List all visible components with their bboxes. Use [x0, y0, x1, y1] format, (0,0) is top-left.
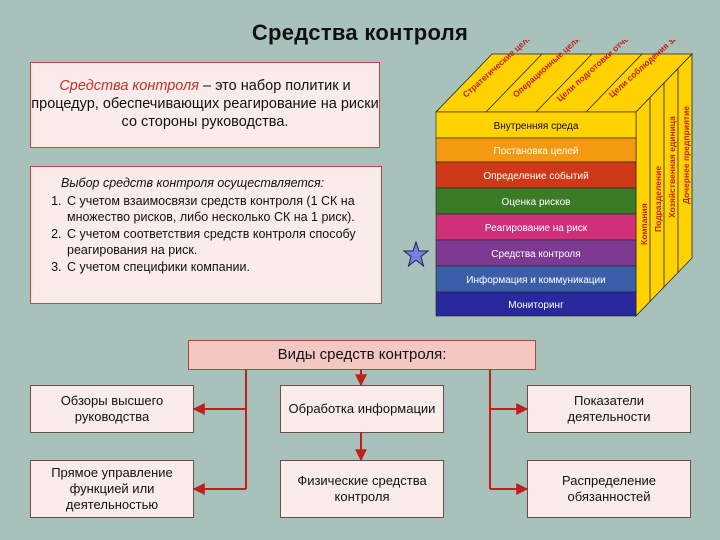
cube-side-label: Хозяйственная единица: [667, 116, 677, 218]
selection-box: Выбор средств контроля осуществляется: С…: [30, 166, 382, 304]
page-title: Средства контроля: [251, 20, 469, 45]
control-type-box: Показатели деятельности: [527, 385, 691, 433]
cube-side-label: Дочернее предприятие: [681, 106, 691, 204]
selection-list: С учетом взаимосвязи средств контроля (1…: [53, 193, 375, 276]
cube-front-face: Внутренняя среда Постановка целей Опреде…: [435, 111, 637, 317]
control-type-box: Физические средства контроля: [280, 460, 444, 518]
cube-layer-bar: [435, 291, 637, 317]
control-types-header: Виды средств контроля:: [188, 340, 536, 370]
cube-layer-bar: [435, 111, 637, 139]
cube-layer-bar: [435, 239, 637, 267]
cube-layer-bar: [435, 137, 637, 163]
control-type-box: Распределение обязанностей: [527, 460, 691, 518]
coso-cube: Внутренняя среда Постановка целей Опреде…: [435, 40, 720, 317]
control-type-box: Обработка информации: [280, 385, 444, 433]
selection-heading: Выбор средств контроля осуществляется:: [61, 176, 325, 190]
control-type-box: Прямое управление функцией или деятельно…: [30, 460, 194, 518]
definition-text: – это набор политик и процедур, обеспечи…: [31, 78, 379, 130]
definition-term: Средства контроля: [59, 78, 199, 94]
cube-layer-label: Внутренняя среда: [494, 121, 579, 132]
cube-layer-label: Реагирование на риск: [485, 223, 588, 234]
cube-layer-label: Определение событий: [483, 170, 588, 182]
definition-box: Средства контроля – это набор политик и …: [30, 62, 380, 148]
selection-item: С учетом специфики компании.: [65, 259, 375, 276]
cube-layer-label: Информация и коммуникации: [466, 274, 605, 286]
cube-layer-label: Постановка целей: [494, 146, 579, 157]
cube-side-label: Компания: [639, 203, 649, 245]
cube-layer-bar: [435, 161, 637, 189]
cube-layer-bar: [435, 265, 637, 293]
cube-side-label: Подразделение: [653, 166, 663, 232]
selection-item: С учетом соответствия средств контроля с…: [65, 226, 375, 259]
star-icon: [403, 241, 429, 267]
cube-layer-label: Мониторинг: [508, 300, 564, 311]
cube-layer-label: Средства контроля: [491, 249, 580, 260]
selection-item: С учетом взаимосвязи средств контроля (1…: [65, 193, 375, 226]
control-type-box: Обзоры высшего руководства: [30, 385, 194, 433]
cube-layer-label: Оценка рисков: [502, 197, 571, 208]
